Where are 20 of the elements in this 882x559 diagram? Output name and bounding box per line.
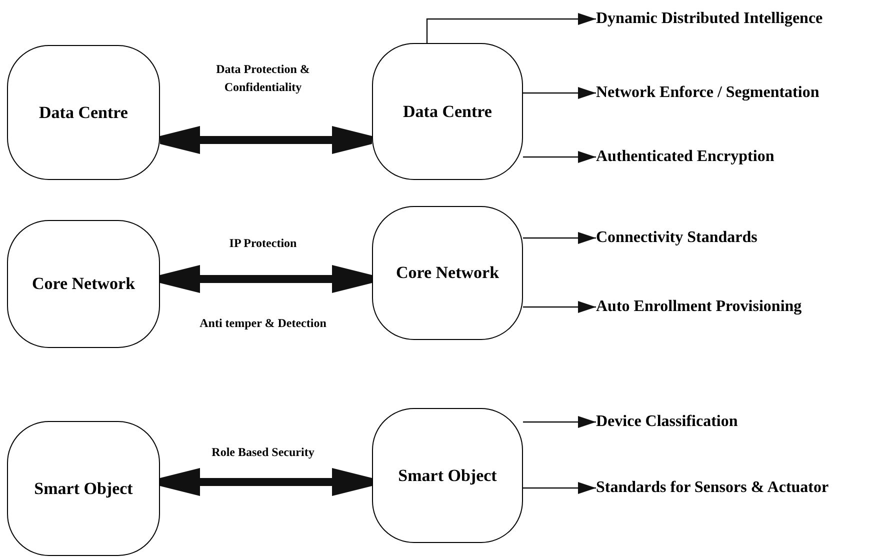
arrow: [523, 87, 596, 99]
rounded-box: Data Centre: [372, 43, 523, 180]
arrow: [426, 13, 596, 43]
arrow: [523, 301, 596, 313]
target-label: Dynamic Distributed Intelligence: [596, 8, 876, 30]
rounded-box: Data Centre: [7, 45, 160, 180]
rounded-box: Smart Object: [7, 421, 160, 556]
rounded-box: Smart Object: [372, 408, 523, 543]
target-label: Auto Enrollment Provisioning: [596, 296, 876, 318]
target-label: Network Enforce / Segmentation: [596, 82, 876, 104]
rounded-box: Core Network: [372, 206, 523, 340]
target-label: Device Classification: [596, 411, 876, 433]
arrow: [523, 482, 596, 494]
target-label: Connectivity Standards: [596, 227, 876, 249]
target-label: Authenticated Encryption: [596, 146, 876, 168]
arrow: [523, 151, 596, 163]
arrow: [523, 232, 596, 244]
target-label: Standards for Sensors & Actuator: [596, 477, 876, 499]
arrow: [523, 416, 596, 428]
rounded-box: Core Network: [7, 220, 160, 348]
